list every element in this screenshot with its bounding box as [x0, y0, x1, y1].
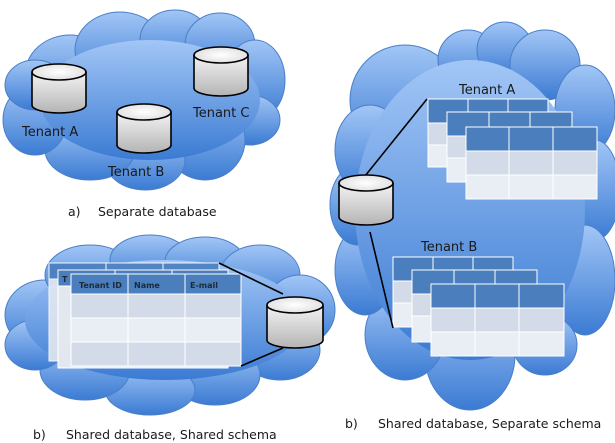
database-icon-tenant-b [116, 103, 172, 154]
caption-b-separate-letter: b) [345, 416, 358, 431]
column-header-email: E-mail [190, 281, 218, 290]
group-label-tenant-b: Tenant B [420, 240, 477, 255]
database-icon-shared [266, 296, 324, 349]
group-label-tenant-a: Tenant A [458, 83, 515, 98]
tenant-b-table-stack [392, 256, 565, 357]
shared-table-front: Tenant ID Name E-mail [70, 273, 242, 367]
tenant-a-label: Tenant A [21, 125, 78, 140]
tenant-c-label: Tenant C [192, 106, 249, 121]
database-icon-tenant-c [193, 46, 249, 97]
connector-line [218, 262, 284, 295]
caption-b-separate-text: Shared database, Separate schema [378, 416, 601, 431]
caption-b-shared-letter: b) [33, 427, 46, 442]
table-row [70, 293, 242, 319]
tenant-a-table-stack [427, 98, 598, 200]
connector-line [369, 231, 394, 329]
caption-a-letter: a) [68, 204, 81, 219]
database-icon-separate-schema [338, 174, 394, 226]
column-header-name: Name [134, 281, 160, 290]
shared-table-stack: T Tenant ID Name E-mail [48, 262, 242, 369]
caption-b-shared-text: Shared database, Shared schema [66, 427, 277, 442]
panel-separate-schema: Tenant A [329, 21, 615, 431]
column-header-tenant-id: Tenant ID [79, 281, 122, 290]
connector-line [364, 98, 428, 177]
table-row [70, 317, 242, 343]
panel-shared-schema: T Tenant ID Name E-mail b) Shared databa… [4, 234, 336, 442]
schema-table [465, 126, 598, 200]
schema-table [430, 283, 565, 357]
database-icon-tenant-a [31, 63, 87, 114]
panel-separate-database: Tenant A Tenant B Tenant C a) Separate d… [2, 9, 286, 219]
partial-header-text: T [62, 275, 68, 284]
caption-a-text: Separate database [98, 204, 217, 219]
tenant-b-label: Tenant B [107, 165, 164, 180]
table-row [70, 341, 242, 367]
connector-line [240, 347, 284, 367]
